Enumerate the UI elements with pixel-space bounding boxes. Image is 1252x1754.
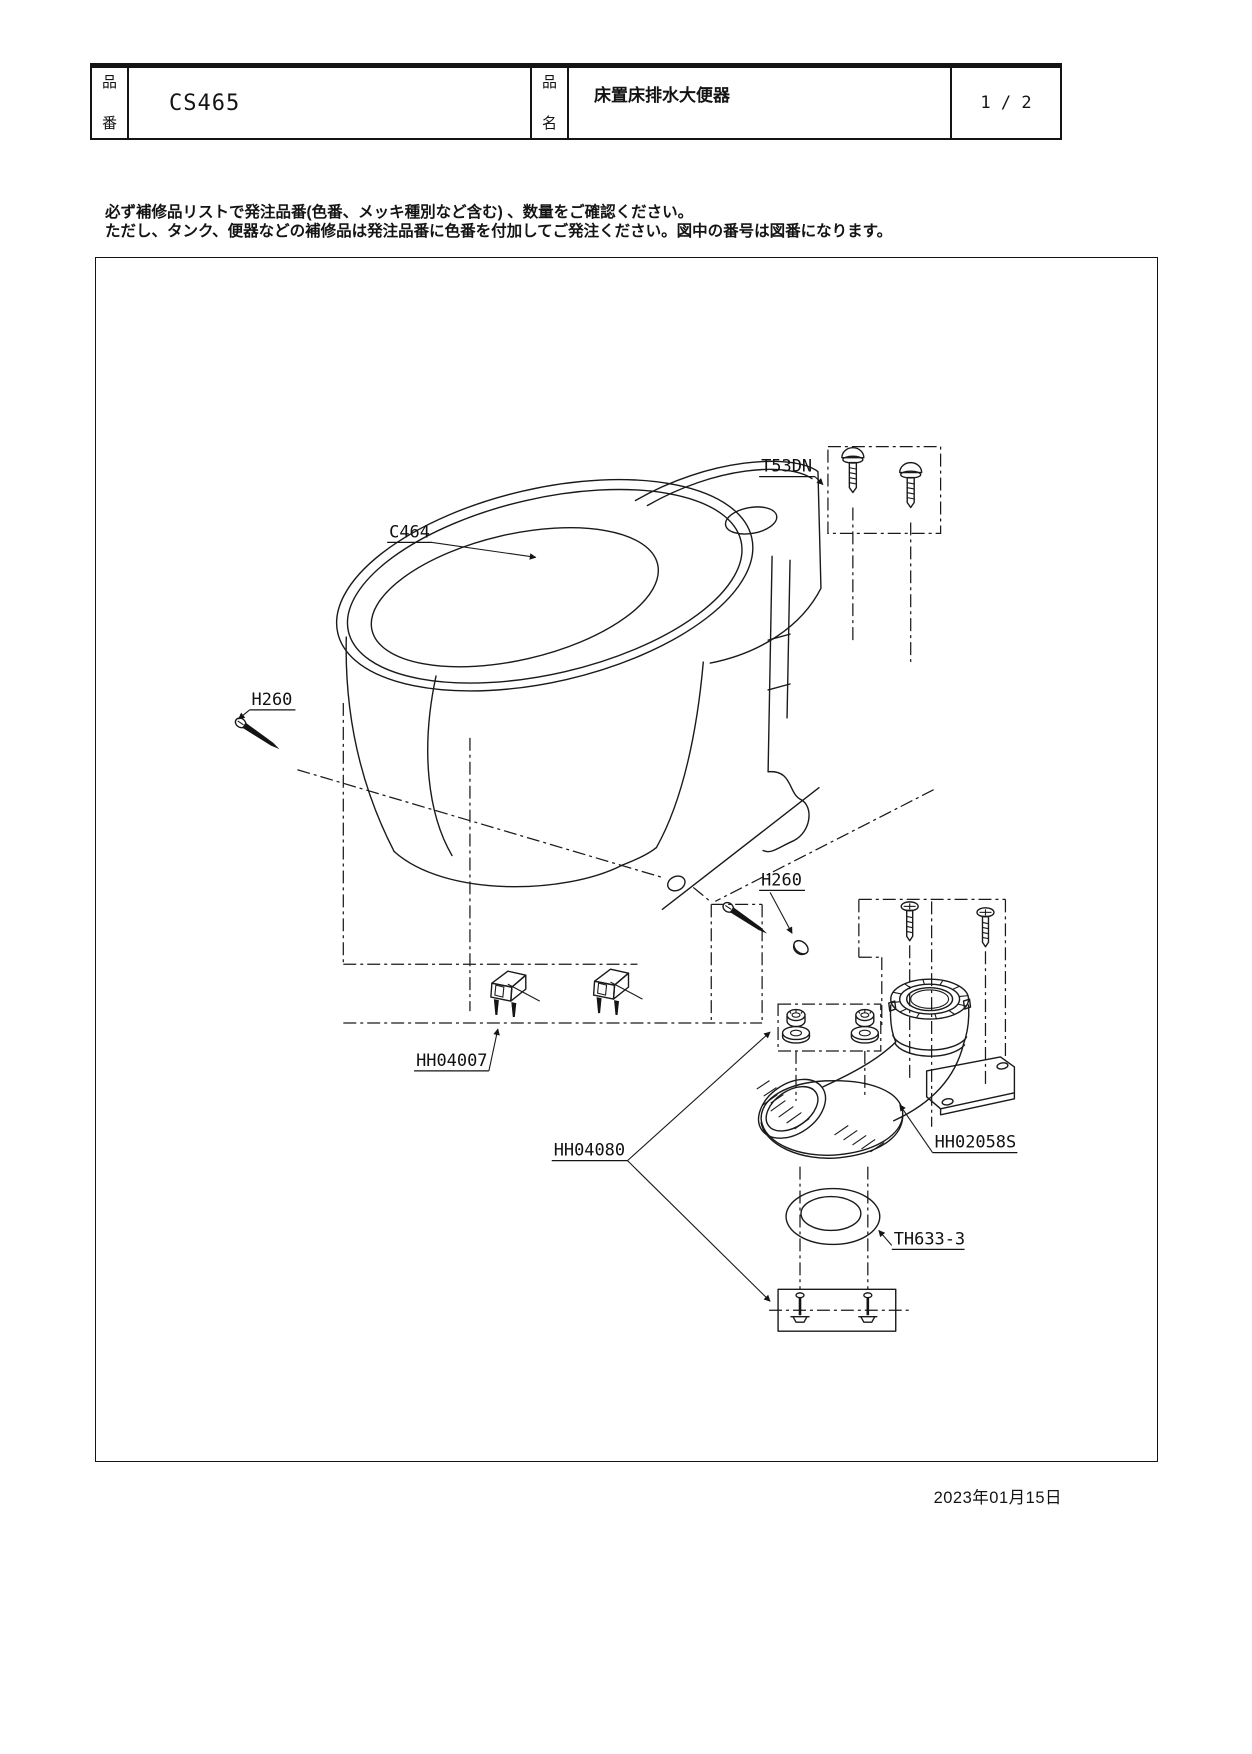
- part-labels: C464 T53DN H260 H260: [238, 456, 1018, 1302]
- flange-washer-2: [850, 1025, 879, 1044]
- tank-bolt-set: [841, 446, 923, 509]
- part-name-label-top: 品: [541, 74, 557, 91]
- label-group-h260-left: H260: [238, 689, 296, 720]
- drain-socket-drawing: [756, 978, 1016, 1159]
- label-t53dn: T53DN: [761, 456, 812, 476]
- fixing-screw-left: [232, 715, 283, 754]
- bolt-cap-1: [490, 970, 541, 1018]
- knurl-ticks: [890, 978, 969, 1020]
- note-line-2: ただし、タンク、便器などの補修品は発注品番に色番を付加してご発注ください。図中の…: [105, 223, 893, 240]
- toilet-bowl-drawing: [335, 460, 822, 911]
- label-group-h260-middle: H260: [759, 869, 805, 934]
- flange-screw-2: [976, 907, 995, 948]
- flange-nut-1: [786, 1008, 806, 1028]
- label-th633-3: TH633-3: [894, 1228, 965, 1248]
- label-group-t53dn: T53DN: [759, 456, 824, 486]
- flange-screw-1: [900, 901, 919, 942]
- bolt-cap-set: [490, 968, 644, 1018]
- seal-hatching: [756, 1080, 885, 1153]
- label-group-hh04080: HH04080: [551, 1031, 771, 1302]
- flange-washer-1: [781, 1025, 811, 1044]
- order-notes: 必ず補修品リストで発注品番(色番、メッキ種別など含む) 、数量をご確認ください。…: [105, 203, 1105, 241]
- floor-screw-box: [777, 1288, 897, 1332]
- label-group-th633-3: TH633-3: [878, 1228, 965, 1251]
- side-fixing-hole: [667, 875, 686, 892]
- label-h260-left: H260: [252, 689, 293, 709]
- date-stamp: 2023年01月15日: [933, 1489, 1062, 1507]
- exploded-parts-diagram: C464 T53DN H260 H260: [232, 446, 1018, 1332]
- floor-screw-1: [789, 1291, 811, 1324]
- label-hh04080: HH04080: [554, 1140, 625, 1160]
- part-name-value: 床置床排水大便器: [594, 86, 730, 105]
- flange-nut-2: [855, 1008, 875, 1028]
- page-indicator-cell: 1 / 2: [952, 68, 1060, 138]
- tank-bolt-hole: [724, 506, 778, 535]
- title-block-table: 品 番 CS465 品 名 床置床排水大便器 1 / 2: [90, 63, 1062, 140]
- part-number-value: CS465: [169, 90, 241, 116]
- part-name-label-cell: 品 名: [532, 68, 569, 138]
- gasket-drawing: [785, 1187, 881, 1246]
- label-hh02058s: HH02058S: [935, 1132, 1017, 1152]
- diagram-frame: C464 T53DN H260 H260: [95, 257, 1158, 1462]
- floor-screw-2: [857, 1291, 879, 1324]
- tank-bolt-2: [899, 461, 923, 509]
- part-number-value-cell: CS465: [129, 68, 532, 138]
- note-line-1: 必ず補修品リストで発注品番(色番、メッキ種別など含む) 、数量をご確認ください。: [105, 204, 694, 221]
- part-number-label-top: 品: [101, 74, 117, 91]
- part-number-label-bottom: 番: [101, 115, 117, 132]
- flange-screw-set: [777, 901, 995, 1332]
- label-c464: C464: [389, 521, 430, 541]
- screw-cap-piece: [793, 939, 809, 956]
- label-group-c464: C464: [387, 521, 537, 560]
- label-group-hh02058s: HH02058S: [899, 1104, 1018, 1154]
- label-group-hh04007: HH04007: [414, 1028, 500, 1072]
- label-h260-middle: H260: [761, 869, 802, 889]
- centerline-guides: [297, 446, 1007, 1311]
- part-name-value-cell: 床置床排水大便器: [569, 68, 952, 138]
- label-hh04007: HH04007: [416, 1050, 487, 1070]
- part-number-label-cell: 品 番: [92, 68, 129, 138]
- part-name-label-bottom: 名: [541, 115, 557, 132]
- bolt-cap-2: [592, 968, 644, 1016]
- page-indicator: 1 / 2: [980, 93, 1032, 113]
- tank-bolt-1: [841, 446, 865, 494]
